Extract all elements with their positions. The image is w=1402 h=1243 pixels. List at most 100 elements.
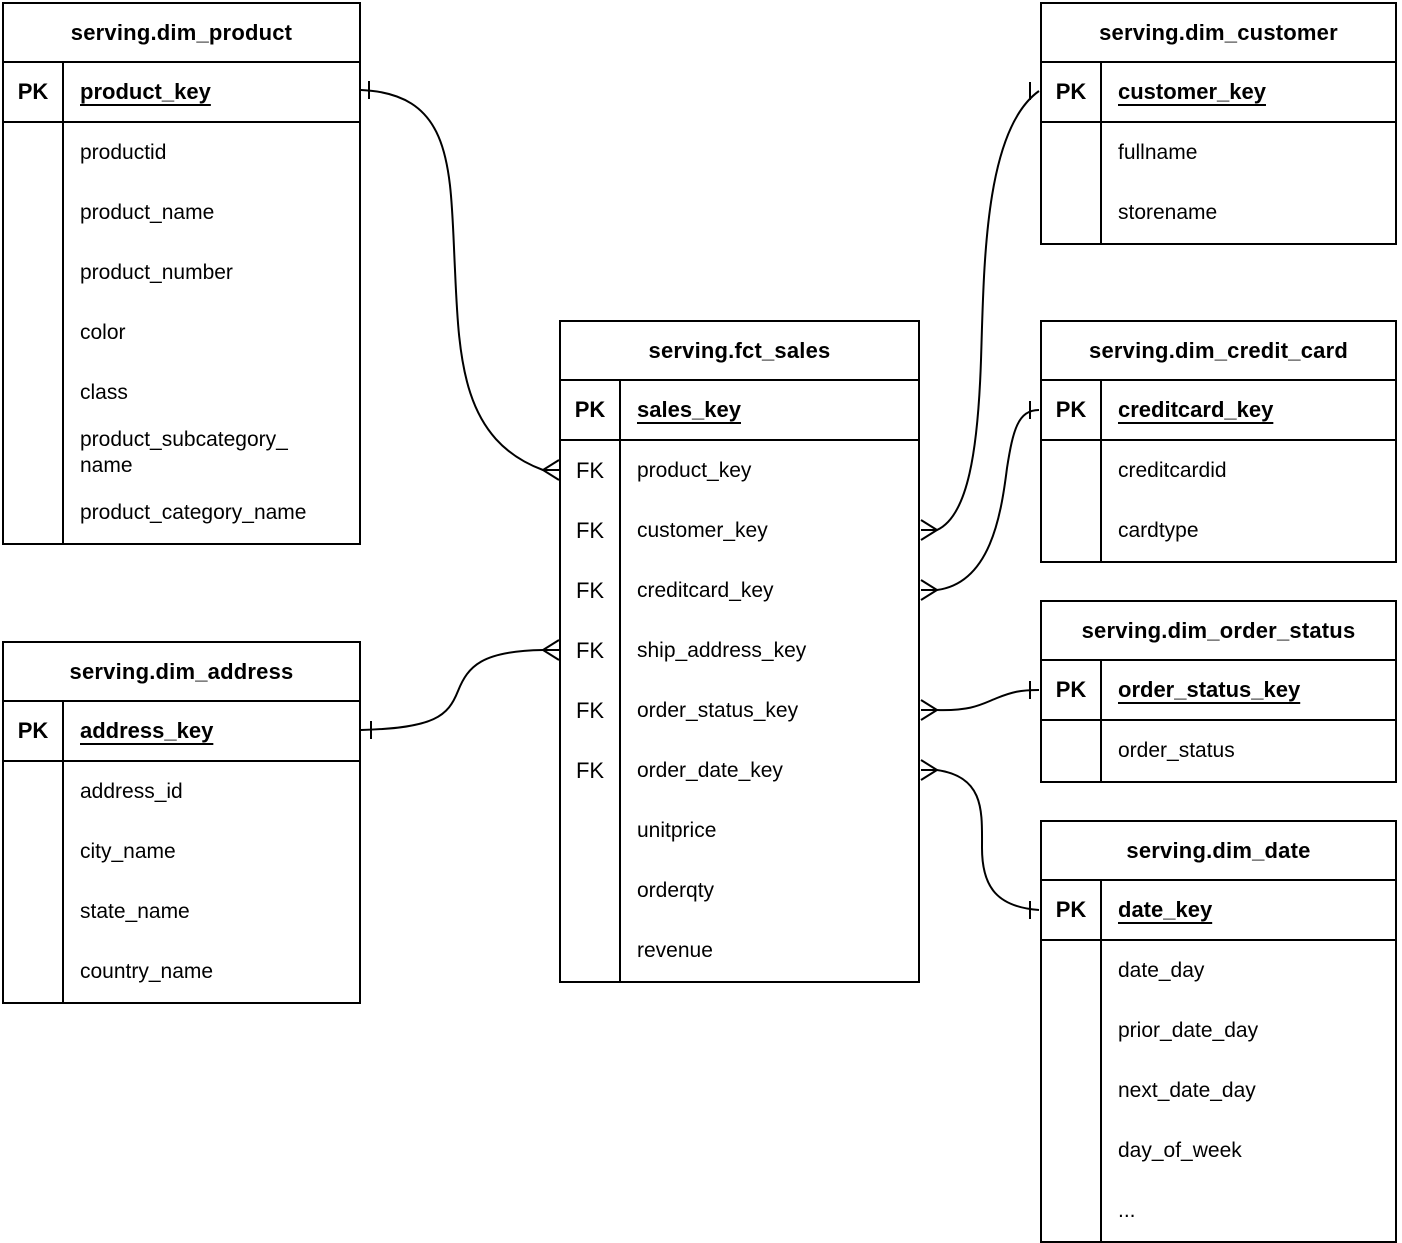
field-row: orderqty [561, 861, 918, 921]
field-name: order_date_key [637, 758, 783, 782]
pk-field-name: creditcard_key [1118, 397, 1274, 423]
many-crow-foot-marker [541, 639, 560, 661]
pk-badge: PK [1042, 881, 1102, 939]
key-badge-empty [4, 483, 64, 543]
primary-key-row: PK sales_key [561, 381, 918, 441]
field-name: product_subcategory_ name [80, 427, 288, 477]
table-title: serving.dim_credit_card [1042, 322, 1395, 381]
field-name: revenue [637, 938, 713, 962]
key-badge-empty [4, 423, 64, 483]
field-row: next_date_day [1042, 1061, 1395, 1121]
field-row: product_name [4, 183, 359, 243]
key-badge-empty [4, 123, 64, 183]
table-title: serving.dim_product [4, 4, 359, 63]
field-row: cardtype [1042, 501, 1395, 561]
pk-field-name: product_key [80, 79, 211, 105]
field-row: prior_date_day [1042, 1001, 1395, 1061]
field-row: city_name [4, 822, 359, 882]
key-badge-empty [1042, 123, 1102, 183]
field-name: country_name [80, 959, 214, 983]
primary-key-row: PK creditcard_key [1042, 381, 1395, 441]
field-name: fullname [1118, 140, 1198, 164]
field-list: date_day prior_date_day next_date_day day_o… [1042, 941, 1395, 1241]
field-name: class [80, 380, 128, 404]
field-name: ship_address_key [637, 638, 807, 662]
pk-badge: PK [4, 702, 64, 760]
pk-field-name: sales_key [637, 397, 741, 423]
key-badge-empty [4, 303, 64, 363]
key-badge-empty [4, 882, 64, 942]
field-row: FK order_date_key [561, 741, 918, 801]
field-list: fullname storename [1042, 123, 1395, 243]
field-name: cardtype [1118, 518, 1199, 542]
pk-field-name: address_key [80, 718, 214, 744]
field-name: color [80, 320, 126, 344]
field-name: creditcardid [1118, 458, 1227, 482]
key-badge-empty [4, 942, 64, 1002]
field-row: storename [1042, 183, 1395, 243]
table-title: serving.dim_date [1042, 822, 1395, 881]
key-badge-empty [4, 363, 64, 423]
field-row: state_name [4, 882, 359, 942]
fk-badge: FK [561, 441, 621, 501]
field-row: ... [1042, 1181, 1395, 1241]
entity-table-dim-product: serving.dim_product PK product_key produ… [2, 2, 361, 545]
field-name: prior_date_day [1118, 1018, 1259, 1042]
key-badge-empty [4, 183, 64, 243]
field-list: address_id city_name state_name country_nam… [4, 762, 359, 1002]
field-name: city_name [80, 839, 176, 863]
relationship-line [360, 89, 544, 471]
primary-key-row: PK customer_key [1042, 63, 1395, 123]
many-crow-foot-marker [920, 699, 939, 721]
relationship-order_date [920, 759, 1040, 919]
field-name: next_date_day [1118, 1078, 1256, 1102]
field-name: order_status_key [637, 698, 799, 722]
field-row: revenue [561, 921, 918, 981]
field-name: product_category_name [80, 500, 307, 524]
field-name: product_name [80, 200, 215, 224]
pk-badge: PK [1042, 381, 1102, 439]
relationship-line [360, 649, 544, 731]
field-row: creditcardid [1042, 441, 1395, 501]
key-badge-empty [561, 801, 621, 861]
field-row: product_subcategory_ name [4, 423, 359, 483]
field-row: class [4, 363, 359, 423]
relationship-ship_address [360, 639, 560, 739]
many-crow-foot-marker [920, 759, 939, 781]
field-name: state_name [80, 899, 190, 923]
primary-key-row: PK product_key [4, 63, 359, 123]
field-name: day_of_week [1118, 1138, 1242, 1162]
field-row: day_of_week [1042, 1121, 1395, 1181]
primary-key-row: PK order_status_key [1042, 661, 1395, 721]
relationship-line [936, 409, 1040, 591]
pk-badge: PK [4, 63, 64, 121]
fk-badge: FK [561, 681, 621, 741]
key-badge-empty [1042, 441, 1102, 501]
relationship-customer [920, 82, 1040, 541]
field-row: FK order_status_key [561, 681, 918, 741]
relationship-line [936, 769, 1040, 911]
many-crow-foot-marker [920, 579, 939, 601]
field-row: productid [4, 123, 359, 183]
many-crow-foot-marker [920, 519, 939, 541]
relationship-order_status [920, 681, 1040, 721]
field-row: address_id [4, 762, 359, 822]
key-badge-empty [4, 822, 64, 882]
fk-badge: FK [561, 741, 621, 801]
field-name: unitprice [637, 818, 717, 842]
field-name: creditcard_key [637, 578, 774, 602]
primary-key-row: PK address_key [4, 702, 359, 762]
pk-badge: PK [1042, 661, 1102, 719]
field-list: order_status [1042, 721, 1395, 781]
field-name: date_day [1118, 958, 1205, 982]
entity-table-dim-order-status: serving.dim_order_status PK order_status… [1040, 600, 1397, 783]
pk-field-name: customer_key [1118, 79, 1266, 105]
field-name: address_id [80, 779, 183, 803]
field-name: orderqty [637, 878, 715, 902]
key-badge-empty [1042, 1061, 1102, 1121]
